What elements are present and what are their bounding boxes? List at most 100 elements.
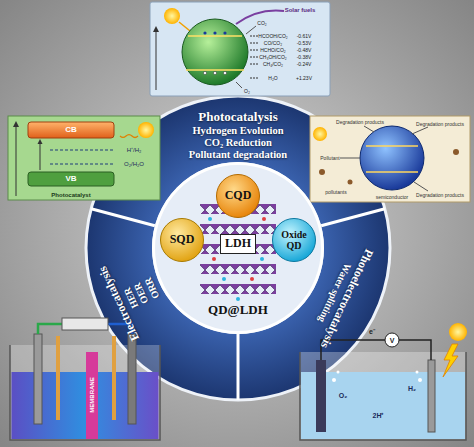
hole <box>223 71 226 74</box>
dot-label: CQD <box>225 189 252 203</box>
sector-divider <box>237 334 240 400</box>
pollutant-blob <box>348 180 353 185</box>
panel-label: -0.38V <box>297 55 312 60</box>
potential-level <box>250 50 259 51</box>
core-disc: QD@LDH CQD SQD LDH Oxide QD <box>152 162 324 334</box>
node-circle <box>273 219 316 262</box>
pollutant-blob <box>319 169 325 175</box>
dot-label: Oxide QD <box>274 229 314 252</box>
potential-level <box>250 43 259 44</box>
potential-level <box>250 64 259 65</box>
sector-item: Pollutant degradation <box>189 150 287 162</box>
band-edge <box>366 171 418 173</box>
pollutant-blob <box>453 149 459 155</box>
gas-bubble <box>337 371 340 374</box>
conduction-band <box>28 122 114 138</box>
band-edge <box>366 145 418 147</box>
sector-item: CO₂ Reduction <box>204 137 272 149</box>
leader-arrow <box>340 158 360 159</box>
sun-symbol <box>313 127 327 141</box>
membrane <box>86 352 98 439</box>
electron <box>203 31 206 34</box>
sector-divider <box>321 209 385 226</box>
interlayer-ion <box>212 257 216 261</box>
band-edge <box>186 69 244 71</box>
panel-label: HCOOH/CO₂ <box>258 34 287 39</box>
electrode <box>128 334 136 424</box>
panel-label: H⁺/H₂ <box>127 147 142 153</box>
panel-label: Solar fuels <box>285 7 316 13</box>
sector-band: PhotocatalysisHydrogen EvolutionCO₂ Redu… <box>189 110 287 161</box>
light-wave <box>120 135 138 138</box>
lightning-symbol <box>443 344 458 377</box>
interlayer-ion <box>222 277 226 281</box>
band-edge <box>188 35 242 37</box>
node-circle <box>161 219 204 262</box>
cell-tank <box>10 345 160 440</box>
gas-bubble <box>418 378 422 382</box>
excitation-arrow <box>40 142 41 170</box>
panel-label: CO/CO₂ <box>264 41 282 46</box>
leader-arrow <box>414 182 428 191</box>
panel-label: -0.24V <box>297 62 312 67</box>
voltmeter <box>385 333 399 347</box>
panel-label: H₂O <box>268 76 277 81</box>
redox-level <box>50 164 114 165</box>
ldh-layer <box>200 224 276 234</box>
panel-label: Degradation products <box>416 122 464 127</box>
panel-label: MEMBRANE <box>89 377 95 412</box>
sector-item: Hydrogen Evolution <box>192 125 283 137</box>
quantum-dot: SQD <box>160 218 204 262</box>
core-fill <box>152 162 324 334</box>
node-circle <box>154 164 323 333</box>
core-label: QD@LDH <box>208 303 268 318</box>
semiconductor-sphere <box>182 19 248 85</box>
potential-axis <box>156 32 157 90</box>
panel-label: O₂ <box>244 89 250 94</box>
panel-label: CH₃OH/CO₂ <box>259 55 287 60</box>
panel-label: CO₂ <box>257 21 266 26</box>
interlayer-ion <box>260 257 264 261</box>
leader-arrow <box>364 126 374 132</box>
potential-level <box>250 36 259 37</box>
sun-symbol <box>164 8 180 24</box>
panel-label: pollutants <box>325 190 346 195</box>
panel-label: CB <box>65 126 77 134</box>
arrow-head <box>38 139 43 144</box>
panel-label: -0.48V <box>297 48 312 53</box>
cathode <box>428 360 435 432</box>
arrow-head <box>13 121 19 127</box>
panel-label: semiconductor <box>376 195 409 200</box>
panel-label: O₂/H₂O <box>124 161 144 167</box>
electron <box>223 31 226 34</box>
panel-label: -0.61V <box>297 34 312 39</box>
valence-band <box>28 172 114 186</box>
inset-panel <box>310 116 470 202</box>
semiconductor-sphere <box>360 126 424 190</box>
panel-label: Degradation products <box>336 120 384 125</box>
gas-bubble <box>332 378 336 382</box>
panel-label: O₂ <box>339 392 348 399</box>
power-supply <box>62 318 108 330</box>
interlayer-ion <box>236 297 240 301</box>
sun-symbol <box>449 323 467 341</box>
interlayer-ion <box>208 217 212 221</box>
gas-tube <box>112 336 116 420</box>
panel-label: e⁻ <box>369 328 375 335</box>
hole <box>203 71 206 74</box>
panel-label: Pollutant <box>320 156 339 161</box>
hole <box>213 71 216 74</box>
cell-tank <box>300 352 466 440</box>
box-label: LDH <box>225 237 251 251</box>
energy-axis <box>16 126 17 196</box>
ldh-box: LDH <box>220 234 256 254</box>
sun-symbol <box>138 122 154 138</box>
leader-arrow <box>412 127 428 134</box>
node-circle <box>217 175 260 218</box>
ldh-layer <box>200 264 276 274</box>
panel-label: V <box>390 337 395 344</box>
gas-bubble <box>416 371 419 374</box>
electron <box>213 31 216 34</box>
